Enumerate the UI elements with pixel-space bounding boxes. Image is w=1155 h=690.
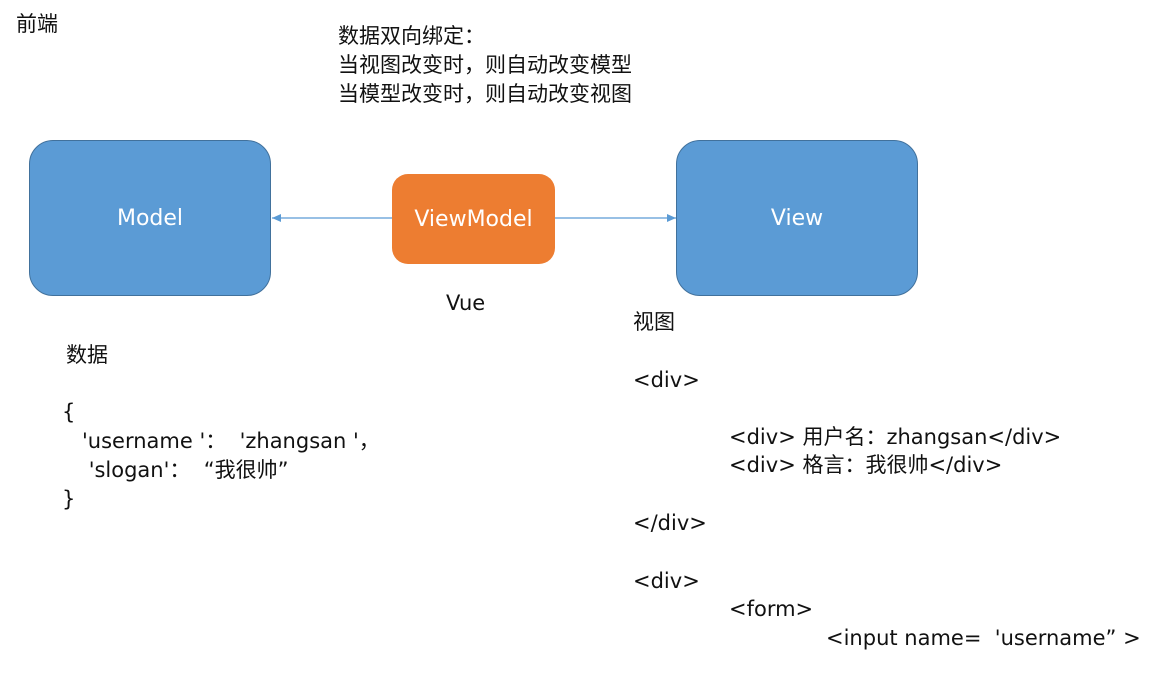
model-label: Model — [116, 205, 184, 231]
view-line-slogan: <div> 格言：我很帅</div> — [729, 453, 1003, 477]
data-title: 数据 — [66, 343, 108, 367]
data-line-close: } — [62, 487, 76, 511]
data-line-slogan: 'slogan'： “我很帅” — [62, 458, 289, 482]
view-line-form: <form> — [729, 597, 814, 621]
viewmodel-node: ViewModel — [392, 174, 555, 264]
binding-line-1: 当视图改变时，则自动改变模型 — [338, 53, 632, 77]
view-line-div-close: </div> — [633, 511, 707, 535]
binding-line-2: 当模型改变时，则自动改变视图 — [338, 82, 632, 106]
frontend-label: 前端 — [16, 12, 58, 36]
data-line-username: 'username '： 'zhangsan '， — [62, 429, 380, 453]
viewmodel-label: ViewModel — [414, 206, 533, 232]
view-line-div-open: <div> — [633, 368, 700, 392]
view-line-div-open-2: <div> — [633, 569, 700, 593]
model-node: Model — [29, 140, 271, 296]
view-label: View — [770, 205, 824, 231]
view-line-input: <input name= 'username” > — [826, 626, 1141, 650]
vue-label: Vue — [446, 291, 486, 315]
view-title: 视图 — [633, 310, 675, 334]
data-line-open: { — [62, 400, 76, 424]
view-line-username: <div> 用户名：zhangsan</div> — [729, 425, 1062, 449]
binding-title: 数据双向绑定： — [338, 24, 485, 48]
view-node: View — [676, 140, 918, 296]
